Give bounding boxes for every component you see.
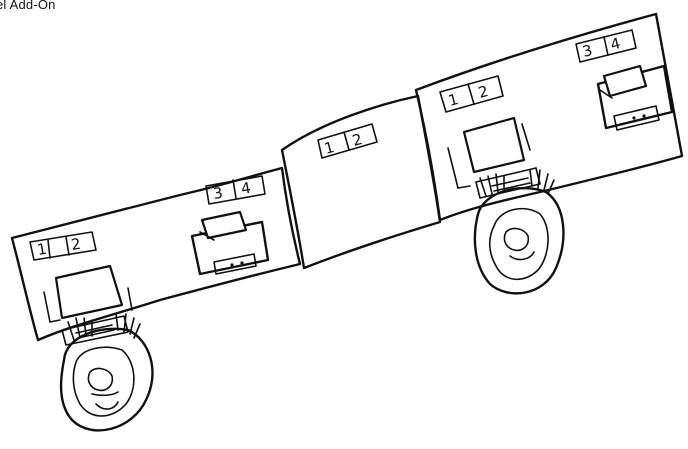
- center-port-box: 1 2: [318, 124, 377, 158]
- monitor: [56, 266, 122, 318]
- port-label: 3: [212, 184, 224, 203]
- left-port-box-a: 1 2: [30, 232, 96, 260]
- printer: [202, 212, 246, 238]
- port-label: 1: [446, 90, 460, 110]
- left-port-box-b: 3 4: [206, 176, 265, 204]
- port-label: 2: [70, 235, 82, 254]
- port-label: 1: [322, 138, 336, 158]
- right-desk: 1 2: [416, 14, 682, 293]
- port-label: 2: [476, 82, 490, 102]
- left-pedestal: [192, 212, 268, 274]
- port-label: 2: [350, 130, 364, 150]
- port-label: 1: [36, 240, 48, 259]
- port-label: 4: [609, 34, 623, 54]
- port-label: 4: [240, 179, 252, 198]
- port-label: 3: [581, 41, 595, 61]
- right-port-box-a: 1 2: [440, 76, 503, 112]
- monitor: [464, 118, 524, 172]
- right-pedestal: [598, 66, 672, 130]
- center-desk: 1 2: [282, 96, 440, 268]
- left-desk: 1 2: [12, 168, 300, 430]
- person-right: [475, 170, 564, 293]
- printer: [604, 66, 646, 96]
